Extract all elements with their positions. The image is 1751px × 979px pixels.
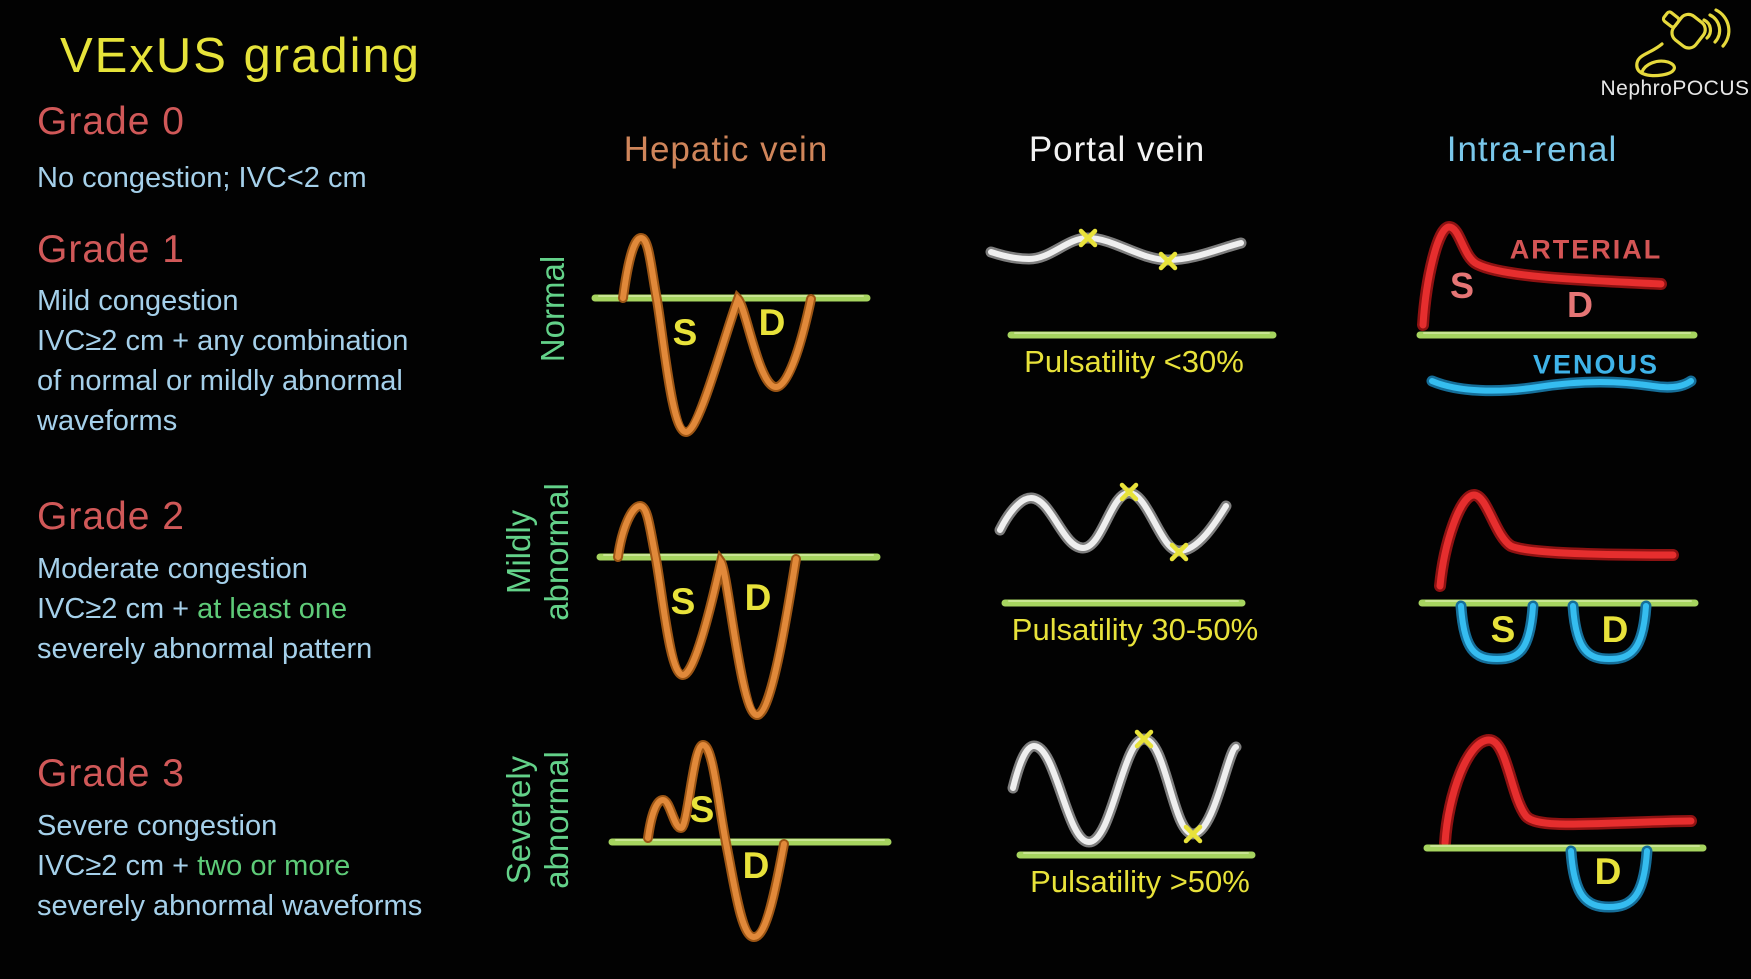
probe-head [1661, 10, 1707, 50]
x-marker-icon [1078, 228, 1098, 248]
x-marker-icon [1183, 824, 1203, 844]
portal-normal-waveform [985, 228, 1277, 339]
intrarenal-normal-waveform [1416, 220, 1698, 397]
intrarenal-severely-abnormal-waveform [1423, 733, 1707, 913]
arterial-wave-path [1436, 491, 1677, 590]
grade-0-title: Grade 0 [37, 100, 185, 143]
column-header-hepatic-vein: Hepatic vein [623, 130, 829, 169]
portal-wave-path [1010, 735, 1239, 846]
s-wave-label: S [1490, 609, 1516, 650]
s-wave-label: S [689, 789, 715, 830]
row-label-mildly-line-2: abnormal [538, 483, 575, 621]
brand-name: NephroPOCUS [1600, 77, 1750, 100]
pulsatility-caption-mild: Pulsatility 30-50% [1011, 612, 1259, 647]
grade-1-line-1: Mild congestion [37, 285, 239, 317]
row-label-mildly-line-1: Mildly [500, 509, 537, 595]
venous-s-dip-path [1458, 603, 1536, 663]
s-wave-label: S [672, 312, 698, 353]
hepatic-wave-path [645, 741, 787, 941]
hepatic-wave-path [620, 234, 814, 436]
s-wave-label: S [670, 581, 696, 622]
hepatic-mildly-abnormal-waveform [596, 500, 881, 721]
ultrasound-probe-icon [1635, 8, 1731, 78]
row-label-severely-abnormal: Severely abnormal [500, 720, 576, 920]
grade-3-line-1: Severe congestion [37, 810, 278, 842]
grade-2-line-1: Moderate congestion [37, 553, 308, 585]
pulsatility-caption-normal: Pulsatility <30% [1024, 344, 1244, 379]
d-wave-label: D [1567, 284, 1593, 325]
x-marker-icon [1158, 251, 1178, 271]
d-wave-label: D [1601, 609, 1629, 650]
row-label-severely-line-1: Severely [500, 755, 537, 885]
x-marker-icon [1134, 729, 1154, 749]
grade-1-line-4: waveforms [37, 405, 178, 437]
grade-3-line-2-blue: IVC≥2 cm + [37, 850, 198, 882]
x-marker-icon [1119, 482, 1139, 502]
venous-wave-path [1429, 378, 1694, 394]
grade-2-line-2-green: at least one [197, 593, 348, 625]
hepatic-normal-waveform [591, 232, 871, 438]
hepatic-severely-abnormal-waveform [608, 739, 892, 943]
portal-mildly-abnormal-waveform [994, 482, 1246, 607]
probe-cable [1635, 42, 1676, 78]
column-header-portal-vein: Portal vein [1028, 130, 1206, 169]
row-label-mildly-abnormal: Mildly abnormal [500, 452, 576, 652]
page-title: VExUS grading [60, 29, 422, 83]
grade-2-line-2: IVC≥2 cm + at least one [37, 593, 347, 626]
s-wave-label: S [1449, 265, 1475, 306]
grade-3-title: Grade 3 [37, 752, 185, 795]
hepatic-wave-path [615, 502, 799, 719]
d-wave-label: D [742, 845, 770, 886]
venous-label: VENOUS [1532, 349, 1660, 380]
venous-d-dip-path [1568, 848, 1650, 911]
d-wave-label: D [744, 577, 772, 618]
arterial-label: ARTERIAL [1509, 234, 1663, 265]
arterial-wave-path [1419, 223, 1665, 329]
arterial-wave-path [1441, 736, 1695, 847]
x-marker-icon [1169, 542, 1189, 562]
grade-1-title: Grade 1 [37, 228, 185, 271]
grade-1-line-2: IVC≥2 cm + any combination [37, 325, 409, 357]
grade-2-line-2-blue: IVC≥2 cm + [37, 593, 198, 625]
grade-3-line-2: IVC≥2 cm + two or more [37, 850, 350, 883]
venous-d-dip-path [1570, 603, 1649, 663]
grade-2-title: Grade 2 [37, 495, 185, 538]
sound-waves-icon [1702, 8, 1731, 48]
row-label-severely-line-2: abnormal [538, 751, 575, 889]
d-wave-label: D [1594, 851, 1622, 892]
d-wave-label: D [758, 302, 786, 343]
grade-3-line-3: severely abnormal waveforms [37, 890, 423, 922]
intrarenal-mildly-abnormal-waveform [1418, 488, 1699, 665]
row-label-normal: Normal [534, 255, 571, 363]
column-header-intra-renal: Intra-renal [1446, 130, 1618, 169]
grade-2-line-3: severely abnormal pattern [37, 633, 373, 665]
portal-severely-abnormal-waveform [1007, 729, 1256, 859]
grade-1-line-3: of normal or mildly abnormal [37, 365, 403, 397]
grade-0-description: No congestion; IVC<2 cm [37, 162, 367, 194]
pulsatility-caption-severe: Pulsatility >50% [1030, 864, 1250, 899]
grade-3-line-2-green: two or more [197, 850, 351, 882]
